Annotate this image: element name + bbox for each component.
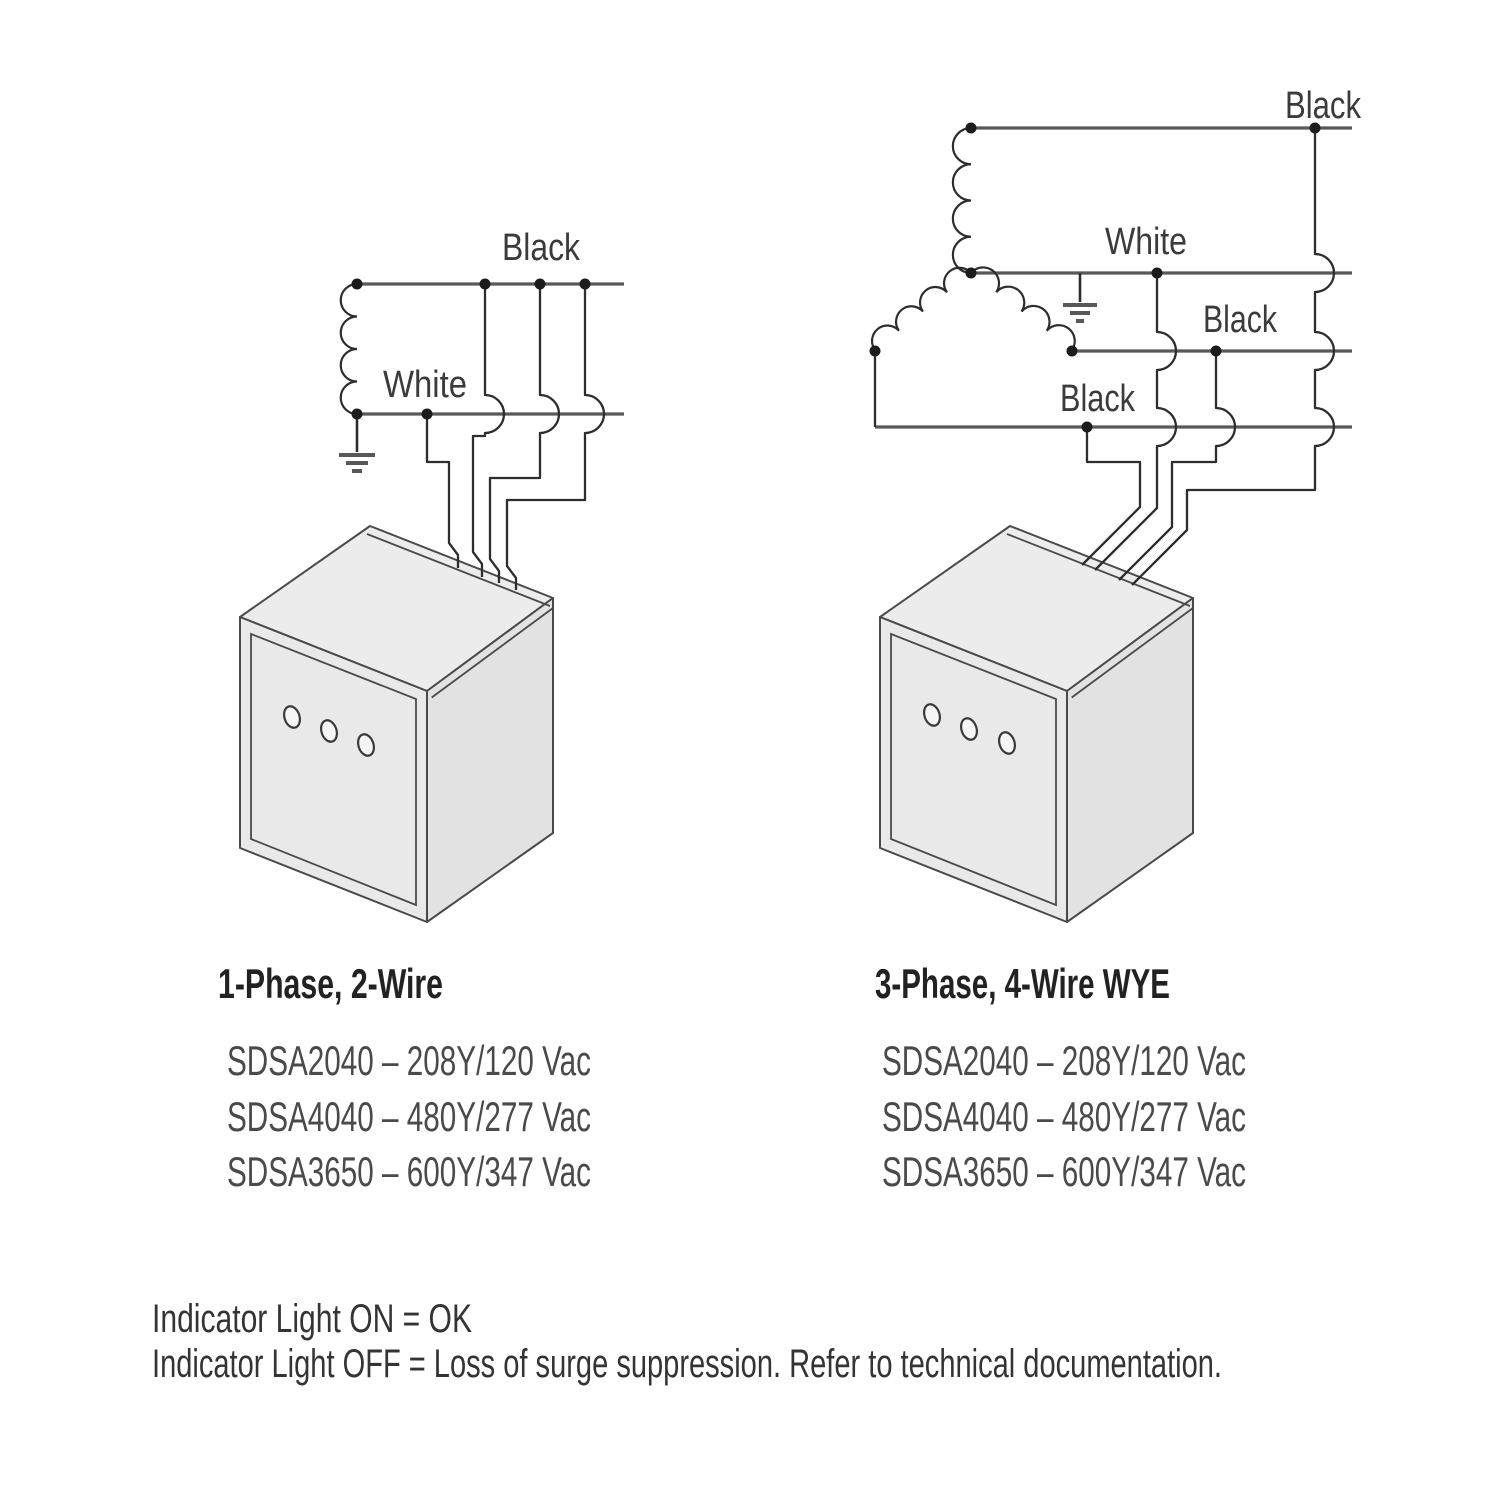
- indicator-light-3: [997, 731, 1017, 755]
- black-conductor-2: [488, 284, 561, 583]
- wye-coil-c: [970, 266, 1076, 351]
- indicator-light-1: [282, 705, 302, 729]
- junction-dot: [965, 267, 977, 279]
- box-door-frame: [890, 632, 1057, 907]
- junction-dot: [479, 278, 491, 290]
- model-line: SDSA4040 – 480Y/277 Vac: [882, 1093, 1246, 1140]
- junction-dot: [1081, 421, 1093, 433]
- box-right-face: [1066, 597, 1194, 923]
- wire-label-black-bottom: Black: [1060, 378, 1136, 420]
- black-conductor-top: [1131, 128, 1336, 586]
- box-side-seam: [1071, 607, 1194, 699]
- junction-dot: [1151, 267, 1163, 279]
- black-conductor-3: [505, 284, 606, 590]
- model-line: SDSA4040 – 480Y/277 Vac: [227, 1093, 591, 1140]
- wire-label-black-top: Black: [1285, 85, 1362, 127]
- box-right-face: [426, 597, 554, 923]
- junction-dot: [421, 408, 433, 420]
- white-conductor: [425, 414, 460, 568]
- junction-dot: [1309, 122, 1321, 134]
- ground-symbol: [1063, 273, 1097, 323]
- junction-dot: [965, 122, 977, 134]
- diagram-1-phase-2-wire: Black White 1-Phase, 2-Wire SDSA2040 – 2…: [218, 227, 624, 1195]
- white-conductor: [1094, 273, 1178, 571]
- model-line: SDSA2040 – 208Y/120 Vac: [882, 1037, 1246, 1084]
- indicator-light-2: [959, 717, 979, 741]
- wire-label-white: White: [1105, 221, 1187, 263]
- junction-dot: [869, 345, 881, 357]
- junction-dot: [1066, 345, 1078, 357]
- surge-box-right: [879, 525, 1194, 923]
- box-lid-seam: [1006, 533, 1191, 607]
- surge-box-left: [239, 525, 554, 923]
- model-line: SDSA3650 – 600Y/347 Vac: [227, 1148, 591, 1195]
- box-side-seam: [431, 607, 554, 699]
- ground-symbol: [339, 414, 375, 473]
- model-line: SDSA2040 – 208Y/120 Vac: [227, 1037, 591, 1084]
- indicator-light-2: [319, 719, 339, 743]
- indicator-light-notes: Indicator Light ON = OK Indicator Light …: [152, 1297, 1222, 1386]
- indicator-light-1: [922, 703, 942, 727]
- transformer-coil: [339, 282, 358, 416]
- junction-dot: [351, 278, 363, 290]
- model-line: SDSA3650 – 600Y/347 Vac: [882, 1148, 1246, 1195]
- junction-dot: [1210, 345, 1222, 357]
- diagram-title-right: 3-Phase, 4-Wire WYE: [875, 960, 1170, 1007]
- indicator-light-3: [356, 733, 376, 757]
- wye-coil-b: [870, 266, 972, 351]
- wye-coil-a: [951, 126, 972, 275]
- black-conductor-middle: [1118, 351, 1237, 581]
- black-conductor-1: [471, 284, 506, 577]
- wire-label-white: White: [383, 364, 467, 406]
- wire-label-black: Black: [502, 227, 581, 269]
- junction-dot: [534, 278, 546, 290]
- note-line-2: Indicator Light OFF = Loss of surge supp…: [152, 1342, 1222, 1386]
- diagram-3-phase-4-wire-wye: Black White Black Black 3-Phase, 4-Wire …: [869, 85, 1362, 1195]
- note-line-1: Indicator Light ON = OK: [152, 1297, 472, 1341]
- box-lid-seam: [366, 533, 551, 607]
- diagram-title-left: 1-Phase, 2-Wire: [218, 960, 443, 1007]
- junction-dot: [579, 278, 591, 290]
- black-conductor-bottom: [1081, 427, 1142, 566]
- wire-label-black-middle: Black: [1203, 299, 1278, 341]
- box-door-frame: [250, 632, 417, 907]
- junction-dot: [351, 408, 363, 420]
